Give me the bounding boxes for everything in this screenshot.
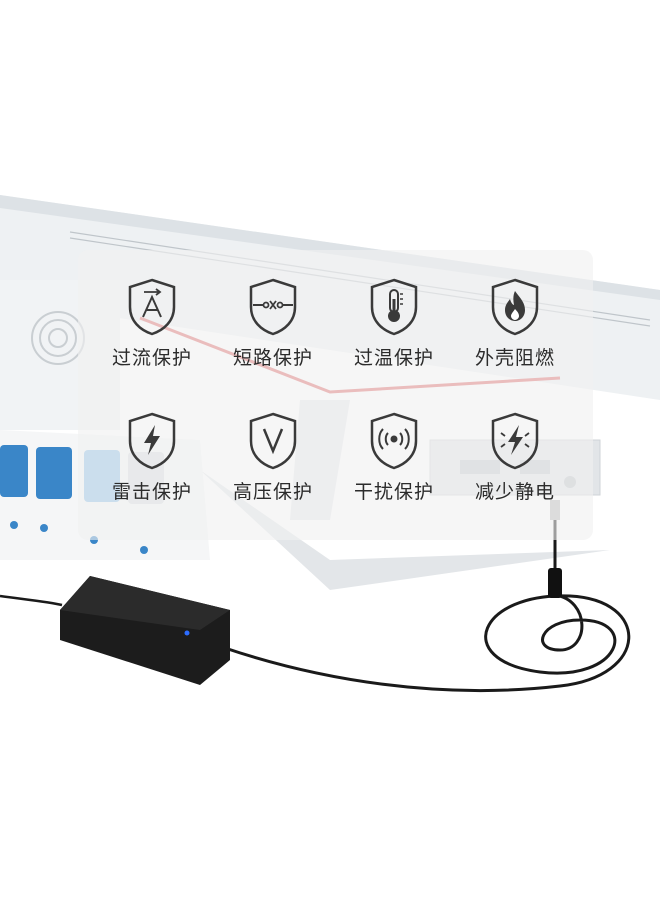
feature-label: 雷击保护: [111, 481, 192, 503]
dc-plug: [548, 568, 562, 598]
feature-interference: 干扰保护: [334, 411, 454, 504]
feature-label: 过温保护: [353, 347, 434, 369]
adapter-led: [184, 630, 190, 636]
feature-label: 过流保护: [111, 347, 192, 369]
feature-label: 高压保护: [232, 481, 313, 503]
ampere-shield-icon: [128, 278, 176, 336]
lightning-shield-icon: [128, 412, 176, 470]
feature-static: 减少静电: [455, 411, 575, 504]
power-cable: [0, 594, 63, 607]
feature-over-temperature: 过温保护: [334, 277, 454, 370]
monitor-stand-base: [200, 470, 610, 590]
feature-label: 外壳阻燃: [474, 347, 555, 369]
feature-lightning: 雷击保护: [92, 411, 212, 504]
feature-label: 干扰保护: [353, 481, 434, 503]
feature-panel: [78, 250, 593, 540]
feature-label: 短路保护: [232, 347, 313, 369]
thermometer-shield-icon: [370, 278, 418, 336]
feature-short-circuit: 短路保护: [213, 277, 333, 370]
dc-cable: [224, 510, 631, 693]
feature-label: 减少静电: [474, 481, 555, 503]
feature-flame-retardant: 外壳阻燃: [455, 277, 575, 370]
voltage-shield-icon: [249, 412, 297, 470]
static-shield-icon: [491, 412, 539, 470]
feature-high-voltage: 高压保护: [213, 411, 333, 504]
feature-overcurrent: 过流保护: [92, 277, 212, 370]
flame-shield-icon: [491, 278, 539, 336]
short-circuit-shield-icon: [249, 278, 297, 336]
wireless-shield-icon: [370, 412, 418, 470]
